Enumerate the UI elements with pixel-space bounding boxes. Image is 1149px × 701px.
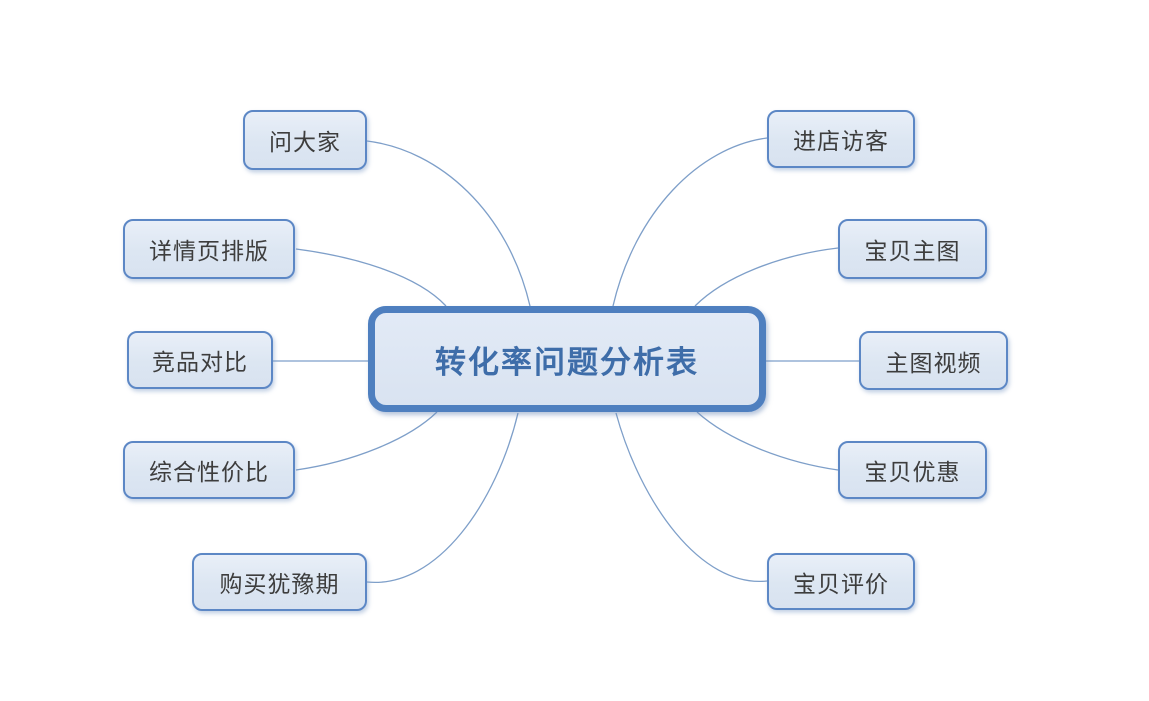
node-label: 宝贝主图	[864, 238, 961, 264]
node-label: 购买犹豫期	[219, 571, 340, 597]
node-product-reviews[interactable]: 宝贝评价	[767, 553, 915, 610]
connector-store-visitors	[612, 137, 768, 307]
node-store-visitors[interactable]: 进店访客	[767, 110, 915, 168]
node-main-image-video[interactable]: 主图视频	[859, 331, 1008, 390]
node-label: 宝贝评价	[793, 570, 889, 597]
node-competitor-compare[interactable]: 竞品对比	[127, 331, 273, 389]
node-detail-page-layout[interactable]: 详情页排版	[123, 219, 295, 279]
connector-product-discount	[696, 411, 839, 471]
node-label: 进店访客	[793, 128, 889, 154]
node-label: 竞品对比	[152, 349, 248, 375]
connector-detail-page-layout	[295, 248, 447, 307]
connector-purchase-hesitation	[366, 412, 519, 583]
node-label: 综合性价比	[149, 459, 269, 485]
central-node[interactable]: 转化率问题分析表	[368, 306, 766, 412]
connector-product-reviews	[615, 412, 768, 582]
central-node-label: 转化率问题分析表	[435, 344, 699, 380]
node-main-image[interactable]: 宝贝主图	[838, 219, 987, 279]
node-ask-everyone[interactable]: 问大家	[243, 110, 367, 170]
node-label: 问大家	[269, 129, 341, 155]
node-label: 主图视频	[885, 349, 982, 376]
node-product-discount[interactable]: 宝贝优惠	[838, 441, 987, 499]
connector-overall-value	[295, 411, 438, 471]
node-label: 宝贝优惠	[864, 459, 961, 485]
node-overall-value[interactable]: 综合性价比	[123, 441, 295, 499]
node-purchase-hesitation[interactable]: 购买犹豫期	[192, 553, 367, 611]
node-label: 详情页排版	[149, 238, 269, 264]
connector-main-image	[694, 247, 839, 307]
connector-ask-everyone	[366, 140, 531, 307]
